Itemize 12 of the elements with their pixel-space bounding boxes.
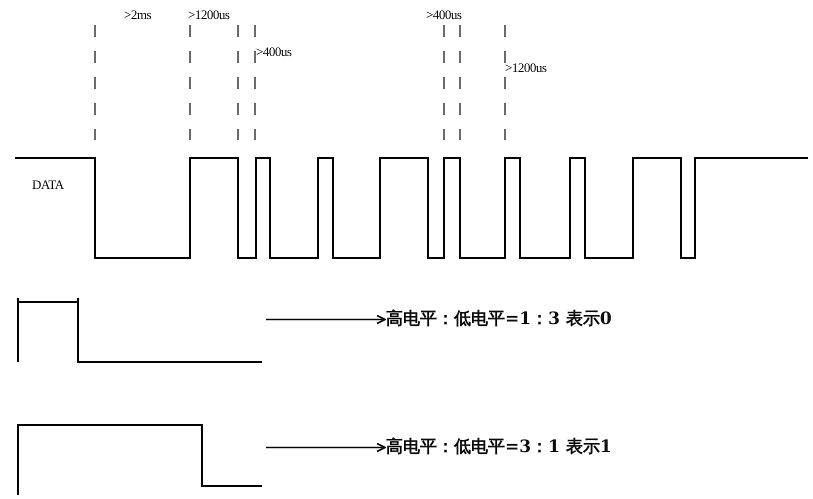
encoding-text: 高电平：低电平=3：1 表示1 [386,439,612,456]
duration-label: >2ms [124,8,152,21]
duration-label: >400us [426,8,462,21]
signal-name: DATA [32,178,64,191]
duration-label: >1200us [505,61,546,74]
pulse-waveform [16,298,262,364]
encoding-text: 高电平：低电平=1：3 表示0 [386,311,612,328]
arrow [266,314,386,324]
duration-label: >400us [256,45,292,58]
arrow [266,442,386,452]
pulse-waveform [16,423,262,495]
duration-label: >1200us [188,8,230,21]
